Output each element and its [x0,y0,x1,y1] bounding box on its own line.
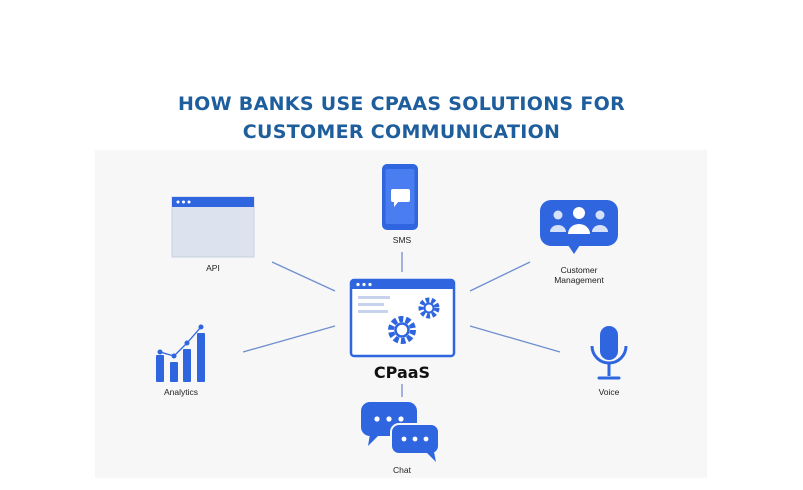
sms-label: SMS [392,235,412,245]
title-line-1: HOW BANKS USE CPAAS SOLUTIONS FOR [177,93,625,115]
connector-customer-management [469,261,531,292]
title-line-2: CUSTOMER COMMUNICATION [242,121,561,143]
customer-management-label: Customer Management [544,265,614,285]
connector-analytics [242,325,336,353]
connector-voice [469,325,561,353]
connector-api [271,261,336,292]
chat-bubbles-icon [361,402,440,462]
microphone-icon [590,326,628,380]
cpaas-gear-window-icon [349,278,456,358]
customer-management-line-1: Customer [560,265,598,275]
analytics-label: Analytics [163,387,198,397]
users-bubble-icon [540,200,618,254]
bar-chart-icon [156,324,205,382]
browser-window-icon [171,196,255,258]
api-label: API [206,263,220,273]
cpaas-label: CPaaS [373,363,431,382]
chat-label: Chat [393,465,411,475]
phone-message-icon [382,164,418,230]
voice-label: Voice [598,387,620,397]
page-title: HOW BANKS USE CPAAS SOLUTIONS FOR CUSTOM… [0,90,803,146]
customer-management-line-2: Management [554,275,604,285]
